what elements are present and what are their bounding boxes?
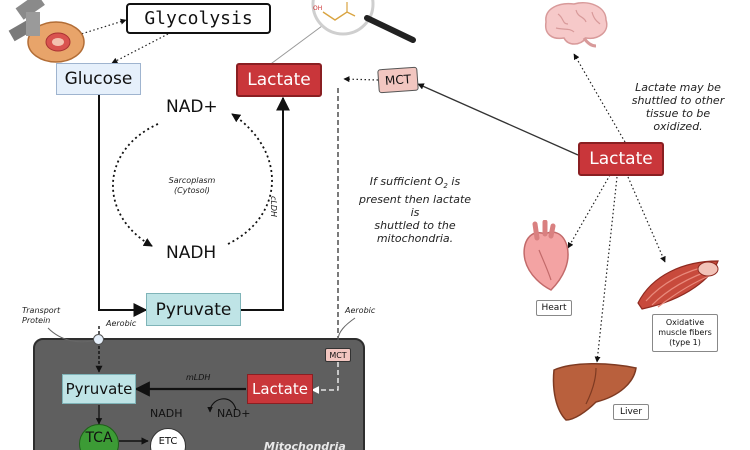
o2-note-line1: If sufficient O2 is (355, 175, 475, 193)
lactate-mito-box: Lactate (247, 374, 313, 404)
mct-top-label: MCT (384, 72, 412, 88)
liver-icon (552, 363, 637, 421)
glucose-box: Glucose (56, 63, 141, 95)
shuttle-note: Lactate may be shuttled to other tissue … (622, 81, 734, 133)
glucose-to-pyruvate-arrow (98, 95, 148, 317)
etc-label: ETC (158, 435, 178, 447)
aerobic-right-label: Aerobic (345, 306, 376, 315)
lactate-shuttle-box: Lactate (578, 142, 664, 176)
mito-nad-curve (207, 398, 237, 413)
mct-mito-label: MCT (329, 350, 347, 360)
mito-mct-to-lactate-dashed (311, 362, 339, 394)
mct-top-box: MCT (377, 66, 419, 94)
shuttle-note-line3: tissue to be (645, 107, 711, 120)
pyruvate-mito-box: Pyruvate (62, 374, 136, 404)
aerobic-left-label: Aerobic (106, 319, 137, 328)
sarcoplasm-line1: Sarcoplasm (168, 176, 216, 185)
tca-circle: TCA (79, 424, 119, 450)
pyruvate-sarcoplasm-label: Pyruvate (155, 299, 232, 320)
shuttle-lactate-to-mct-arrow (417, 83, 579, 156)
mito-nad-plus-label: NAD+ (217, 407, 251, 420)
transport-protein-line2: Protein (22, 316, 51, 325)
pyruvate-sarcoplasm-box: Pyruvate (146, 293, 241, 326)
glycolysis-box: Glycolysis (126, 3, 271, 34)
oxidative-line1: Oxidative (665, 318, 705, 327)
nad-cycle-right-arc (227, 113, 273, 245)
mldh-label: mLDH (186, 373, 211, 382)
o2-note-pre: If sufficient O (369, 175, 444, 188)
liver-label: Liver (619, 407, 643, 417)
transport-protein-note: Transport Protein (22, 306, 72, 326)
liver-label-box: Liver (613, 404, 649, 420)
lactate-shuttle-label: Lactate (589, 149, 653, 169)
pyruvate-to-lactate-arrow (241, 96, 290, 311)
pyruvate-mito-label: Pyruvate (65, 380, 133, 398)
glycolysis-to-glucose-arrow (111, 33, 169, 64)
mct-mito-box: MCT (325, 348, 351, 362)
sarcoplasm-line2: (Cytosol) (174, 186, 210, 195)
nad-cycle-left-arc (112, 123, 159, 247)
lactate-to-muscle-fiber-arrow (627, 176, 666, 263)
magnifier-pointer-line (267, 25, 323, 67)
o2-note-post: is (447, 175, 461, 188)
mitochondria-label: Mitochondria (264, 440, 346, 450)
o2-note: If sufficient O2 is present then lactate… (355, 175, 475, 245)
heart-label-box: Heart (536, 300, 572, 316)
heart-label: Heart (541, 303, 567, 313)
muscle-cell-icon (8, 0, 85, 63)
o2-note-line4: mitochondria. (376, 232, 454, 246)
brain-icon (544, 2, 608, 48)
o2-note-line2: present then lactate is (358, 193, 472, 220)
lactate-sarcoplasm-label: Lactate (247, 70, 311, 90)
shuttle-note-line4: oxidized. (653, 120, 703, 133)
o2-note-line3: shuttled to the (374, 219, 456, 233)
shuttle-note-line1: Lactate may be (635, 81, 721, 94)
magnifier-molecule-icon: OH (311, 0, 416, 43)
nadh-label: NADH (166, 243, 217, 263)
shuttle-note-line2: shuttled to other (631, 94, 725, 107)
mito-nadh-label: NADH (150, 407, 183, 420)
lactate-sarcoplasm-box: Lactate (236, 63, 322, 97)
glycolysis-label: Glycolysis (144, 8, 253, 29)
transport-protein-line (47, 327, 97, 343)
oxidative-line2: muscle fibers (658, 328, 712, 337)
lactate-mito-label: Lactate (252, 380, 308, 398)
transport-protein-line1: Transport (22, 306, 61, 315)
lactate-to-brain-arrow (573, 53, 626, 143)
o2-note-sub: 2 (443, 182, 448, 191)
glucose-label: Glucose (64, 69, 133, 89)
sarcoplasm-note: Sarcoplasm (Cytosol) (148, 176, 236, 196)
heart-icon (523, 220, 569, 291)
cldh-label: cLDH (269, 196, 278, 218)
tca-label: TCA (85, 430, 113, 446)
mct-to-lactate-arrow (343, 76, 379, 83)
muscle-fiber-icon (637, 260, 719, 310)
oxidative-label-box: Oxidative muscle fibers (type 1) (652, 314, 718, 352)
icon-to-glycolysis-arrow (77, 18, 127, 36)
svg-text:OH: OH (313, 5, 322, 12)
lactate-to-liver-arrow (594, 176, 618, 363)
aerobic-right-curve (337, 317, 356, 341)
nad-plus-label: NAD+ (166, 97, 218, 117)
transport-protein-marker (93, 334, 104, 345)
oxidative-line3: (type 1) (669, 338, 701, 347)
